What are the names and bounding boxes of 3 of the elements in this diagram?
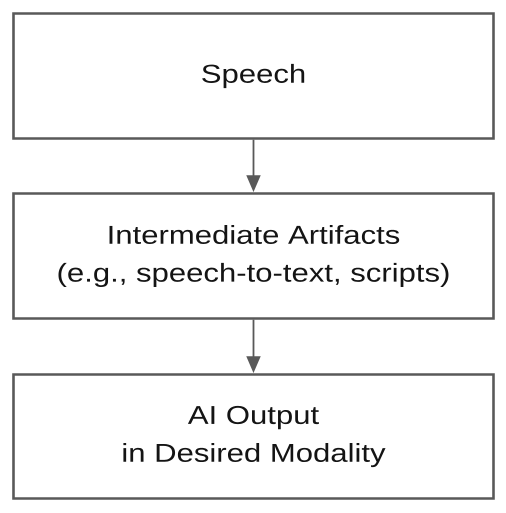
process-box: Intermediate Artifacts (e.g., speech-to-text, scripts) bbox=[12, 192, 495, 320]
process-box: Speech bbox=[12, 12, 495, 140]
process-box: AI Output in Desired Modality bbox=[12, 373, 495, 500]
